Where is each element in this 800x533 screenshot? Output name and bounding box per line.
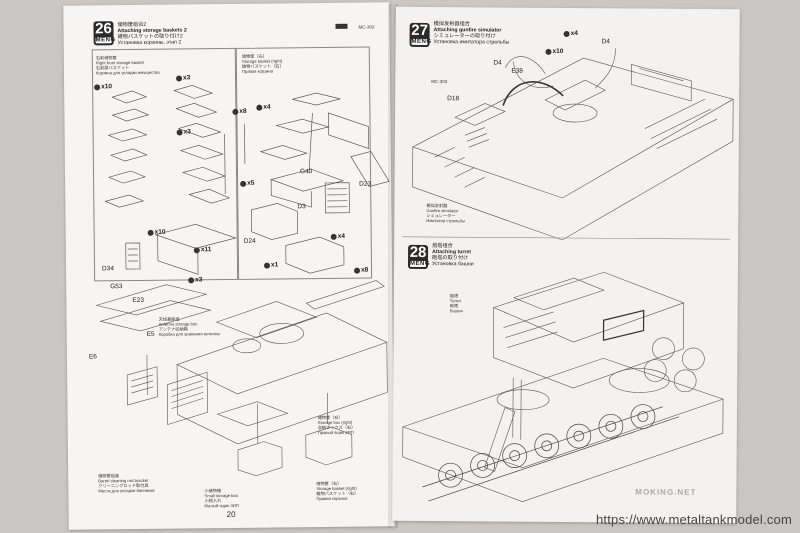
lower-caption-3: 储物筐组装 Barrel cleaning rod bracket クリーニング… [98,473,155,494]
left-page: 26 MENG 储物筐组合2 Attaching storage baskets… [63,2,395,530]
page-number: 20 [226,509,236,520]
lower-caption-4: 小储物箱 Small storage box 小物入れ Малый ящик З… [204,488,239,509]
basket-parts-drawing [63,2,394,529]
lower-caption-5: 储物筐（右） Storage basket (right) 雑物バスケット（右）… [316,480,359,502]
right-page: 27 MENG 模拟发射器组合 Attaching gunfire simula… [392,6,740,524]
step-28-turret-drawing [392,7,740,523]
watermark-logo: MOKING.NET [635,487,697,497]
lower-caption-2: 储物筐（右） Storage box (right) 収納ボックス（右） Пра… [317,414,356,436]
lower-caption-1: 天线基座组 Antenna storage box アンテナ収納箱 Коробк… [158,316,221,337]
step-27-hull-drawing [392,7,740,523]
watermark-url: https://www.metaltankmodel.com [595,512,792,527]
